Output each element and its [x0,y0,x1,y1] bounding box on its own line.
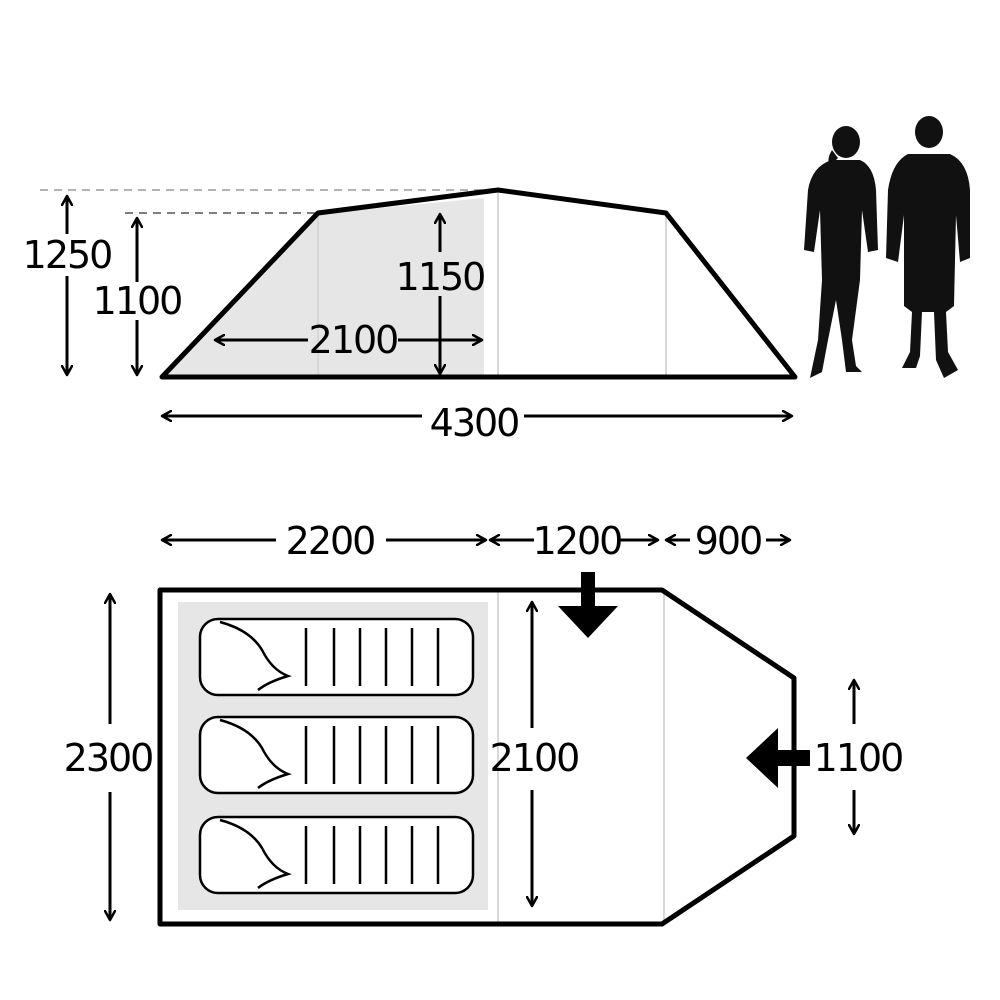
tent-floor-outline [157,587,797,927]
tent-side-outline [159,187,798,380]
floor-plan: 2200 1200 900 [64,519,904,927]
bedroom-area-side [162,198,484,377]
side-view: 1250 1100 1150 2100 4300 [23,116,970,445]
floor-bedroom-length-label: 2200 [286,519,375,563]
floor-living-width-label: 2100 [490,736,579,780]
entrance-arrow-icon [558,572,618,638]
floor-door-width-label: 1100 [814,736,903,780]
eave-height-label: 1100 [93,279,182,323]
entrance-arrow-icon [746,728,810,788]
sleeping-bag-icon [198,715,475,795]
floor-porch-length-label: 900 [695,519,762,563]
bedroom-height-label: 1150 [396,255,485,299]
person-silhouette-icon [804,116,970,378]
bedroom-length-label: 2100 [309,318,398,362]
sleeping-bag-icon [198,815,475,895]
floor-total-width-label: 2300 [64,736,153,780]
floor-living-length-label: 1200 [533,519,622,563]
peak-height-label: 1250 [23,233,112,277]
sleeping-bag-icon [198,617,475,697]
total-length-label: 4300 [430,401,519,445]
